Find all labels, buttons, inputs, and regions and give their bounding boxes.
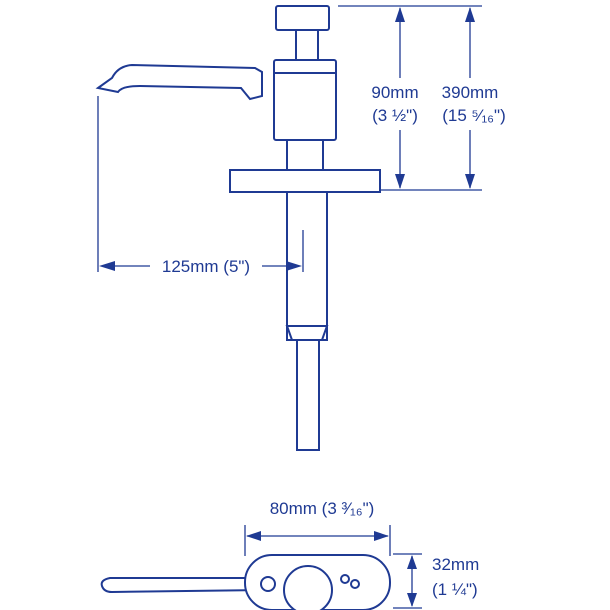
pump-knob xyxy=(275,5,330,31)
plate-length-label: 80mm (3 ³⁄₁₆") xyxy=(270,499,375,518)
pump-height-metric: 90mm xyxy=(371,83,418,102)
pump-height-imperial: (3 ½") xyxy=(372,106,418,125)
suction-tube xyxy=(296,339,320,451)
total-height-metric: 390mm xyxy=(442,83,499,102)
total-height-imperial: (15 ⁵⁄₁₆") xyxy=(442,106,505,125)
pump-height-dimension: 90mm (3 ½") xyxy=(338,5,419,191)
spout-reach-label: 125mm (5") xyxy=(162,257,250,276)
screw-hole xyxy=(350,579,360,589)
pump-upper-body xyxy=(286,139,324,171)
pump-side-view xyxy=(95,5,381,451)
total-height-dimension: 390mm (15 ⁵⁄₁₆") xyxy=(412,5,506,191)
mounting-flange xyxy=(229,169,381,193)
plate-width-metric: 32mm xyxy=(432,555,479,574)
plate-width-dimension: 32mm (1 ¼") xyxy=(393,553,479,609)
top-view-knob xyxy=(283,565,333,610)
pump-spout xyxy=(95,63,263,101)
spout-reach-dimension: 125mm (5") xyxy=(97,96,304,276)
plate-width-imperial: (1 ¼") xyxy=(432,580,478,599)
screw-hole xyxy=(340,574,350,584)
pump-top-view xyxy=(100,554,391,610)
knob-stem xyxy=(295,29,319,61)
top-view-lever xyxy=(100,577,269,594)
plate-length-dimension: 80mm (3 ³⁄₁₆") xyxy=(244,499,391,556)
